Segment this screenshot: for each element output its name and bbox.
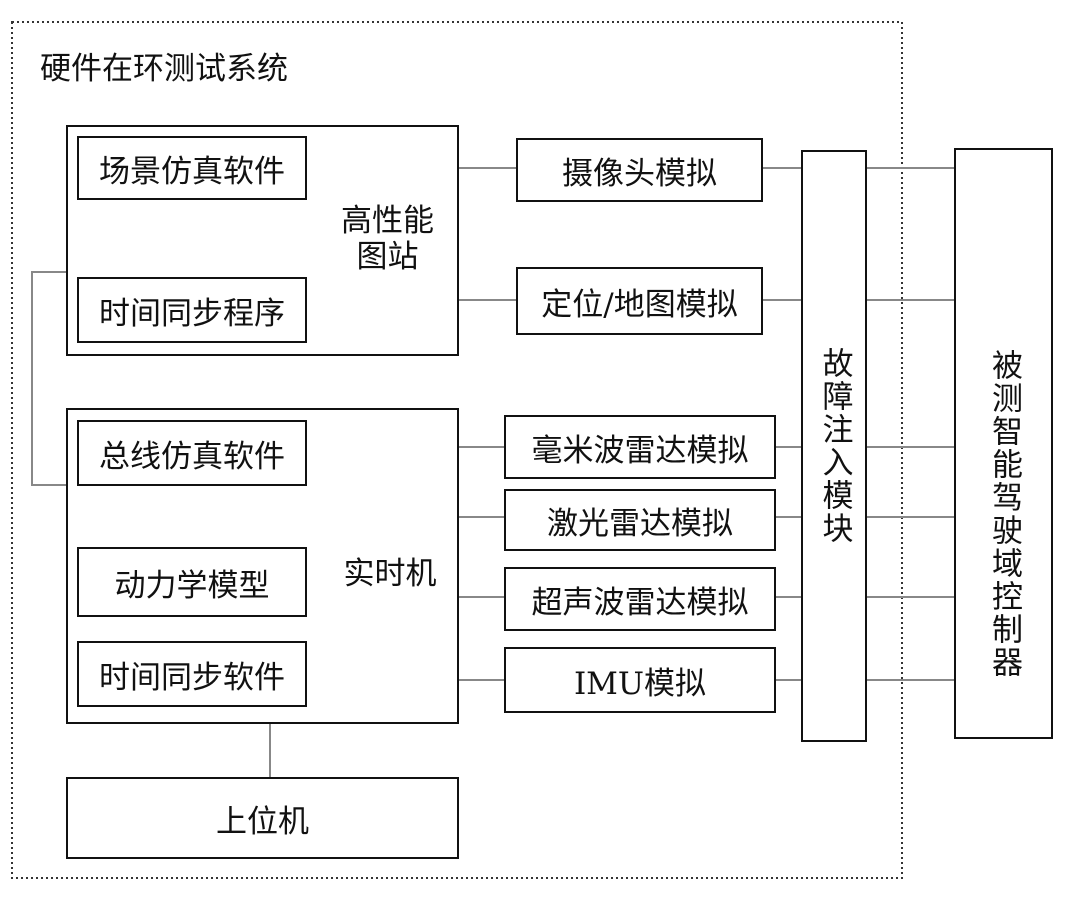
time-sync-program-box: 时间同步程序 <box>77 277 307 343</box>
mmw-radar-sim-label: 毫米波雷达模拟 <box>531 432 749 469</box>
host-pc-box: 上位机 <box>66 777 459 859</box>
controller-box: 被测智能驾驶域控制器 <box>954 148 1053 739</box>
ultrasonic-radar-sim-label: 超声波雷达模拟 <box>531 584 749 621</box>
mmw-radar-sim-box: 毫米波雷达模拟 <box>504 415 776 479</box>
time-sync-software-box: 时间同步软件 <box>77 641 307 707</box>
time-sync-program-label: 时间同步程序 <box>99 295 285 332</box>
wire-ws-rt <box>31 271 67 486</box>
camera-sim-box: 摄像头模拟 <box>516 138 763 202</box>
positioning-map-sim-box: 定位/地图模拟 <box>516 267 763 335</box>
system-boundary <box>11 21 903 879</box>
fault-injection-box: 故障注入模块 <box>801 150 867 742</box>
lidar-sim-label: 激光雷达模拟 <box>547 505 733 542</box>
camera-sim-label: 摄像头模拟 <box>562 155 717 192</box>
ultrasonic-radar-sim-box: 超声波雷达模拟 <box>504 567 776 631</box>
lidar-sim-box: 激光雷达模拟 <box>504 489 776 551</box>
realtime-label: 实时机 <box>343 555 437 592</box>
controller-wrap: 被测智能驾驶域控制器 <box>956 150 1051 737</box>
imu-sim-label: IMU模拟 <box>573 665 707 702</box>
dynamics-model-label: 动力学模型 <box>114 567 270 604</box>
controller-label: 被测智能驾驶域控制器 <box>986 348 1022 679</box>
workstation-label: 高性能 图站 <box>341 203 434 275</box>
dynamics-model-box: 动力学模型 <box>77 547 307 617</box>
scene-sim-software-label: 场景仿真软件 <box>99 153 285 190</box>
fault-injection-label: 故障注入模块 <box>816 347 853 545</box>
fault-injection-wrap: 故障注入模块 <box>803 152 865 740</box>
positioning-map-sim-label: 定位/地图模拟 <box>541 286 738 323</box>
host-pc-label: 上位机 <box>216 803 309 840</box>
system-title: 硬件在环测试系统 <box>40 50 288 87</box>
bus-sim-software-label: 总线仿真软件 <box>99 438 285 475</box>
time-sync-software-label: 时间同步软件 <box>99 659 285 696</box>
bus-sim-software-box: 总线仿真软件 <box>77 420 307 486</box>
imu-sim-box: IMU模拟 <box>504 647 776 713</box>
scene-sim-software-box: 场景仿真软件 <box>77 136 307 200</box>
